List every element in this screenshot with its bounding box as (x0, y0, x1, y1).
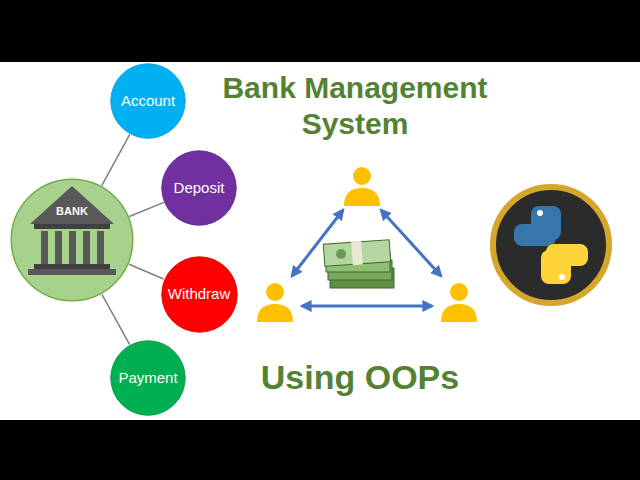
money-stack (323, 240, 394, 288)
node-label: Withdraw (168, 285, 231, 303)
node-label: Deposit (174, 179, 225, 197)
bank-sign-text: BANK (56, 205, 88, 217)
deposit-circle: Deposit (161, 150, 237, 226)
connector-line (102, 294, 130, 344)
connector-line (129, 202, 163, 216)
subtitle-text: Using OOPs (210, 356, 510, 398)
circle-outline (10, 178, 134, 302)
withdraw-circle: Withdraw (161, 256, 238, 333)
title-text: Bank Management System (195, 70, 515, 142)
bank-building-icon (28, 186, 116, 275)
connector-line (129, 264, 164, 279)
bank-circle: BANK (10, 178, 134, 302)
payment-circle: Payment (110, 340, 186, 416)
transfer-arrows (292, 210, 441, 306)
account-circle: Account (110, 63, 186, 139)
node-label: Account (121, 92, 175, 110)
node-label: Payment (118, 369, 177, 387)
person-icons (257, 167, 477, 322)
python-logo (493, 187, 609, 303)
connector-line (102, 134, 130, 185)
